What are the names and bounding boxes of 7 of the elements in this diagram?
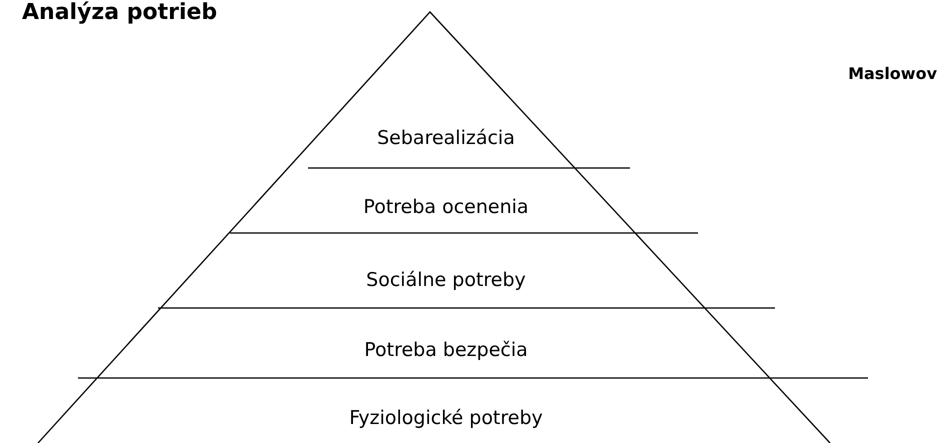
title: Analýza potrieb (22, 0, 218, 25)
pyramid-level-label: Potreba bezpečia (246, 338, 646, 362)
heading-label: Maslowov (848, 64, 937, 83)
pyramid-level-label: Potreba ocenenia (246, 195, 646, 219)
pyramid-level-label: Fyziologické potreby (246, 406, 646, 430)
pyramid-level-label: Sebarealizácia (246, 126, 646, 150)
pyramid-level-label: Sociálne potreby (246, 268, 646, 292)
